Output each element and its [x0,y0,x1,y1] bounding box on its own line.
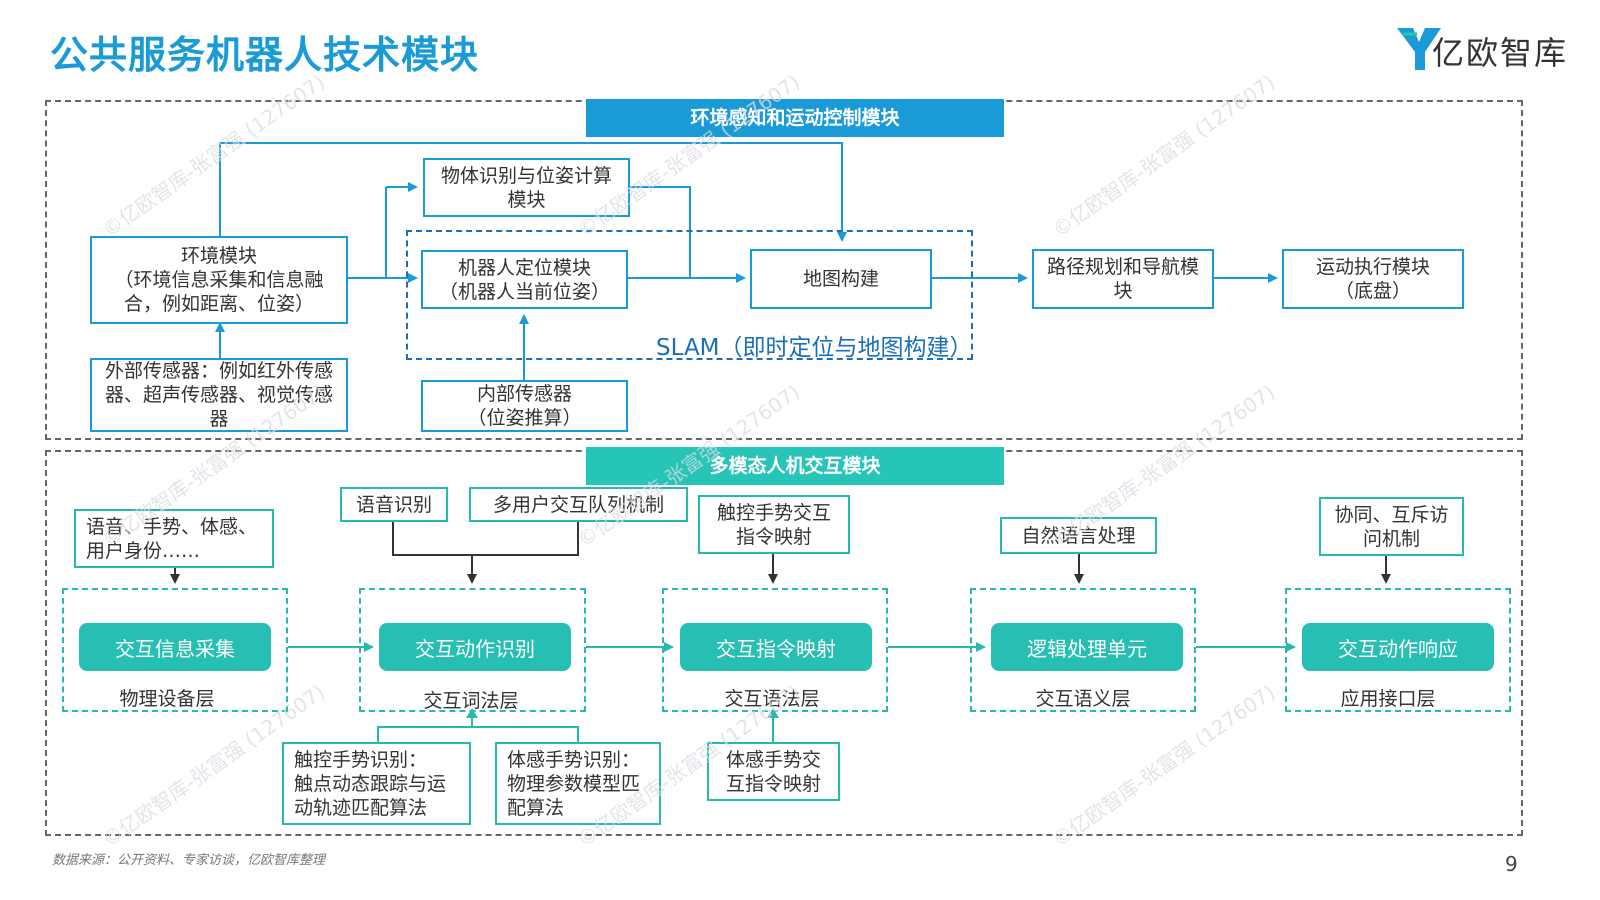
stage1-frame [62,588,288,712]
page-title: 公共服务机器人技术模块 [50,33,480,77]
external-sensor-box: 外部传感器：例如红外传感器、超声传感器、视觉传感器 [90,358,348,432]
stage2-frame [359,588,586,712]
stage2-layer: 交互词法层 [423,690,519,712]
stage2-input-a-box: 语音识别 [340,487,448,522]
stage3-layer: 交互语法层 [724,688,820,710]
object-recognition-box: 物体识别与位姿计算 模块 [423,158,630,217]
stage4-layer: 交互语义层 [1035,688,1131,710]
stage5-input-box: 协同、互斥访 问机制 [1319,497,1464,556]
source-note: 数据来源：公开资料、专家访谈，亿欧智库整理 [52,853,326,868]
yiou-logo-icon [1397,28,1441,70]
stage1-input-box: 语音、手势、体感、 用户身份…… [74,509,274,568]
internal-sensor-box: 内部传感器 （位姿推算） [421,380,628,432]
motion-exec-box: 运动执行模块 （底盘） [1282,249,1464,309]
path-planning-box: 路径规划和导航模 块 [1032,249,1214,309]
top-banner: 环境感知和运动控制模块 [586,99,1004,137]
stage3-sub-box: 体感手势交 互指令映射 [707,742,840,801]
env-module-box: 环境模块 （环境信息采集和信息融合，例如距离、位姿） [90,236,348,324]
stage3-pill: 交互指令映射 [680,623,872,671]
stage2-sub-a-box: 触控手势识别： 触点动态跟踪与运 动轨迹匹配算法 [282,742,471,825]
stage4-input-box: 自然语言处理 [1000,517,1157,554]
stage3-frame [662,588,888,712]
slam-dashed-frame [406,230,973,360]
stage2-input-b-box: 多用户交互队列机制 [469,487,688,522]
stage1-layer: 物理设备层 [119,688,215,710]
stage2-pill: 交互动作识别 [379,623,571,671]
map-building-box: 地图构建 [750,249,932,309]
bottom-banner: 多模态人机交互模块 [586,447,1004,485]
page-number: 9 [1505,852,1518,876]
slam-label: SLAM（即时定位与地图构建） [656,335,973,361]
logo-text: 亿欧智库 [1432,34,1569,72]
stage1-pill: 交互信息采集 [79,623,271,671]
stage5-frame [1285,588,1511,712]
stage2-sub-b-box: 体感手势识别： 物理参数模型匹 配算法 [495,742,661,825]
stage4-pill: 逻辑处理单元 [991,623,1183,671]
stage5-layer: 应用接口层 [1340,688,1436,710]
stage4-frame [970,588,1196,712]
stage5-pill: 交互动作响应 [1302,623,1494,671]
stage3-input-box: 触控手势交互 指令映射 [698,495,850,554]
robot-localization-box: 机器人定位模块 （机器人当前位姿） [421,250,628,309]
